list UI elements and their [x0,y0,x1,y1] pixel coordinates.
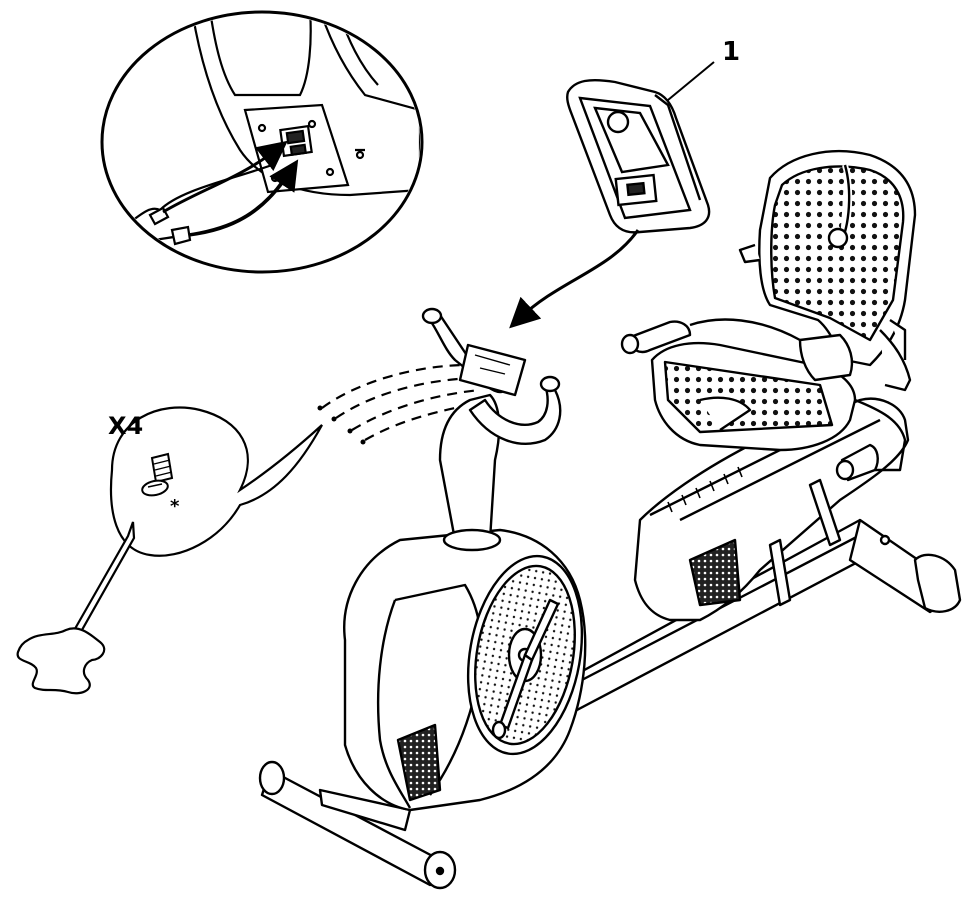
asterisk-label: * [170,496,180,517]
recumbent-bike-icon [258,149,962,890]
arrow-icon [509,229,640,329]
part-1-leader [667,61,715,101]
detail-bubble [100,10,424,274]
screw-bubble [109,406,323,557]
quantity-label: X4 [108,412,143,440]
hex-key-icon [16,521,136,695]
console-icon [566,78,711,234]
part-number-label: 1 [722,37,740,67]
dashed-bolt-paths [321,363,487,441]
screw-icon [141,452,174,497]
bolt-dots [317,405,366,445]
